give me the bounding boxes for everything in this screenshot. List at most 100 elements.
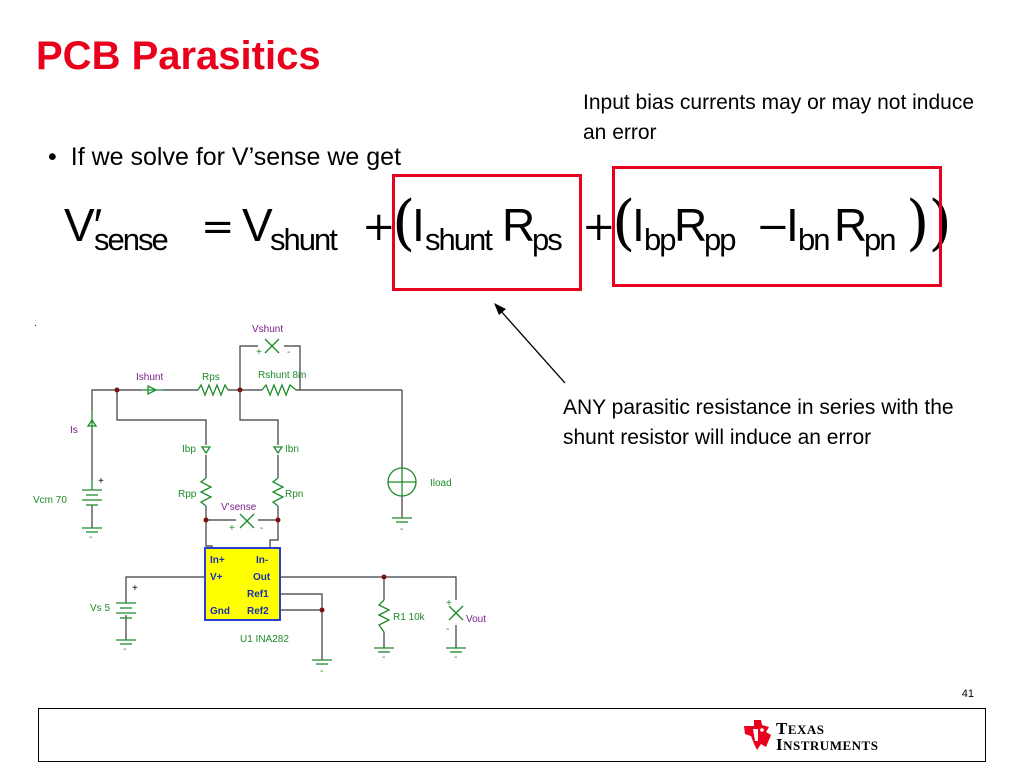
- battery-plus: +: [132, 583, 138, 594]
- ishunt-rps-highlight-box: [392, 174, 582, 291]
- voltmeter-icon: [448, 605, 464, 621]
- eq-vshunt-sub: shunt: [270, 222, 338, 257]
- eq-paren-close: )): [906, 188, 952, 258]
- label-vshunt: Vshunt: [252, 324, 283, 335]
- bias-current-highlight-box: [612, 166, 942, 287]
- polarity-minus: -: [89, 532, 92, 543]
- polarity-minus: -: [400, 524, 403, 535]
- ground-icon: [116, 639, 136, 645]
- bullet-point: • If we solve for V’sense we get: [48, 143, 401, 172]
- battery-plus-marks: + +: [98, 476, 138, 594]
- label-ibn: Ibn: [285, 444, 299, 455]
- bullet-text: If we solve for V’sense we get: [70, 143, 402, 171]
- chip-pins: In+ In- V+ Out Ref1 Gnd Ref2: [210, 555, 271, 617]
- ground-icon: [374, 647, 394, 653]
- ina282-chip: [204, 547, 281, 621]
- battery-plus: +: [98, 476, 104, 487]
- label-ibp: Ibp: [182, 444, 196, 455]
- ground-icon: [392, 517, 412, 523]
- slide-title: PCB Parasitics: [36, 34, 321, 78]
- eq-paren-open-2: (: [612, 188, 635, 258]
- bullet-marker: •: [48, 143, 57, 171]
- polarity-minus: -: [454, 652, 457, 663]
- eq-plus-2: +: [582, 204, 616, 250]
- label-vout: Vout: [466, 614, 486, 625]
- eq-rpp-symbol: R: [674, 199, 707, 251]
- ammeter-icon: [142, 384, 163, 396]
- polarity-plus: +: [446, 598, 452, 609]
- polarity-minus: -: [123, 644, 126, 655]
- polarity-marks: + - + - + - - - - - - -: [89, 347, 457, 677]
- voltmeter-icon: [239, 513, 255, 529]
- ground-icon: [82, 527, 102, 533]
- eq-ibn-symbol: I: [786, 199, 799, 251]
- polarity-plus: +: [229, 523, 235, 534]
- pin-in-plus: In+: [210, 555, 225, 566]
- pin-gnd: Gnd: [210, 606, 230, 617]
- ti-logo-wordmark: TEXAS INSTRUMENTS: [776, 719, 879, 754]
- eq-minus: −: [756, 204, 790, 250]
- label-ishunt: Ishunt: [136, 372, 163, 383]
- label-rshunt: Rshunt 8m: [258, 370, 306, 381]
- bias-current-note: Input bias currents may or may not induc…: [583, 91, 975, 144]
- current-source-icon: [387, 467, 417, 497]
- label-iload: Iload: [430, 478, 452, 489]
- polarity-minus: -: [287, 347, 290, 358]
- components: [82, 338, 466, 665]
- ground-icon: [446, 647, 466, 653]
- polarity-minus: -: [260, 523, 263, 534]
- label-rpn: Rpn: [285, 489, 303, 500]
- voltmeter-icon: [264, 338, 280, 354]
- ti-logo-icon: [744, 720, 771, 750]
- label-vsense: V'sense: [221, 502, 257, 513]
- eq-vsense-sub: sense: [94, 222, 169, 257]
- pin-v-plus: V+: [210, 572, 223, 583]
- polarity-minus: -: [382, 652, 385, 663]
- eq-rpp-sub: pp: [704, 222, 737, 257]
- slide-number: 41: [961, 688, 974, 700]
- eq-ibp-symbol: I: [632, 199, 645, 251]
- label-rps: Rps: [202, 372, 220, 383]
- component-labels: Vshunt Ishunt Is V'sense Vout: [70, 324, 486, 625]
- ammeter-icon: [86, 410, 98, 430]
- label-vs: Vs 5: [90, 603, 110, 614]
- junction-dots: [114, 387, 387, 613]
- component-value-labels: Rps Rshunt 8m Ibp Ibn Iload Vcm 70 Rpp R…: [33, 370, 452, 645]
- pin-out: Out: [253, 572, 271, 583]
- eq-ishunt-sub: shunt: [425, 222, 493, 257]
- pin-in-minus: In-: [256, 555, 268, 566]
- ammeter-icon: [272, 446, 284, 455]
- resistor-icon: [271, 477, 285, 507]
- label-r1: R1 10k: [393, 612, 426, 623]
- eq-equals: =: [201, 204, 235, 250]
- polarity-minus: -: [446, 624, 449, 635]
- eq-rpn-sub: pn: [864, 222, 897, 257]
- eq-paren-open-1: (: [392, 188, 415, 258]
- eq-rpn-symbol: R: [834, 199, 867, 251]
- resistor-icon: [377, 599, 391, 633]
- eq-ishunt-symbol: I: [412, 199, 425, 251]
- eq-plus-1: +: [362, 204, 396, 250]
- label-rpp: Rpp: [178, 489, 197, 500]
- ammeter-icon: [200, 446, 212, 455]
- footer-frame: [38, 708, 986, 762]
- wires: [91, 345, 457, 660]
- label-is: Is: [70, 425, 78, 436]
- resistor-icon: [261, 383, 297, 397]
- polarity-minus: -: [320, 666, 323, 677]
- label-vcm: Vcm 70: [33, 495, 67, 506]
- pin-ref2: Ref2: [247, 606, 269, 617]
- resistor-icon: [199, 477, 213, 507]
- parasitic-resistance-note: ANY parasitic resistance in series with …: [563, 396, 954, 449]
- eq-rps-sub: ps: [532, 222, 563, 257]
- label-u1: U1 INA282: [240, 634, 289, 645]
- eq-vshunt-symbol: V: [242, 199, 273, 251]
- battery-icon: [82, 480, 102, 506]
- pin-ref1: Ref1: [247, 589, 269, 600]
- eq-ibp-sub: bp: [644, 222, 677, 257]
- eq-ibn-sub: bn: [798, 222, 831, 257]
- pointer-arrow: [494, 303, 566, 384]
- resistor-icon: [197, 383, 229, 397]
- eq-rps-symbol: R: [502, 199, 535, 251]
